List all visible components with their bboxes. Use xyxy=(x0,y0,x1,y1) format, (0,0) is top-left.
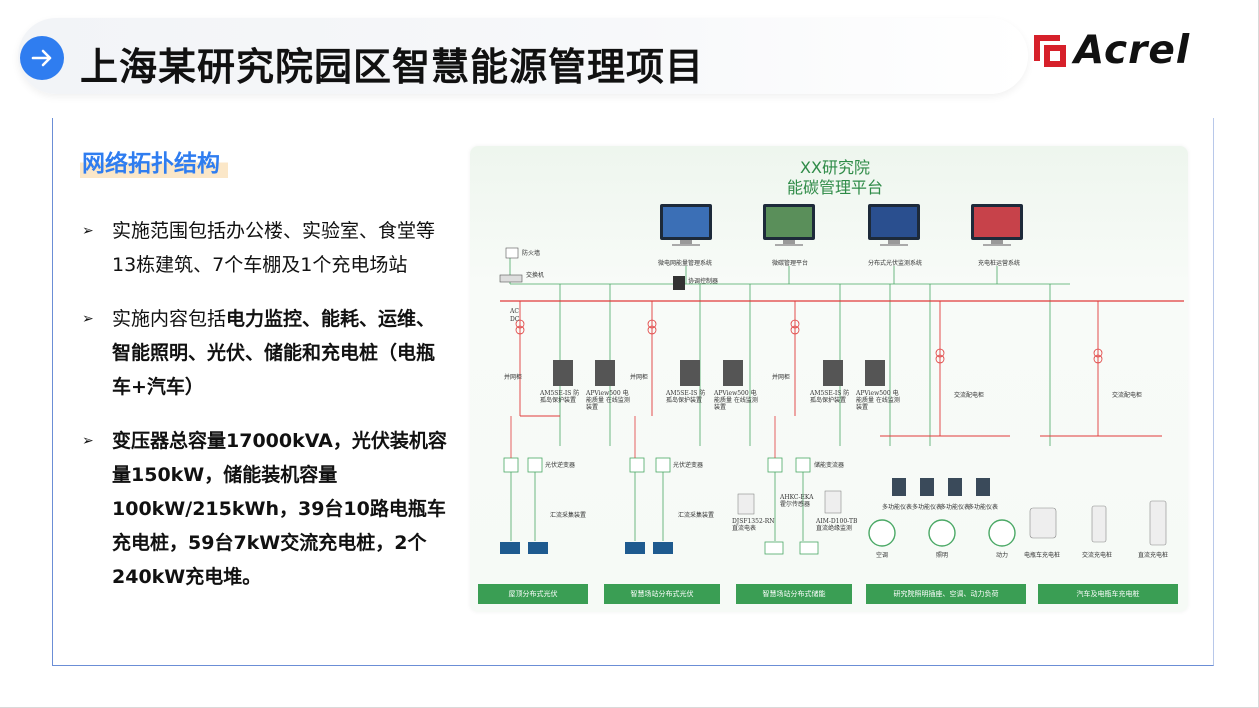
quality-device-label: APView500 电能质量 在线监测装置 xyxy=(856,390,900,411)
load-label: 空调 xyxy=(876,552,889,559)
monitor-icon xyxy=(971,204,1023,246)
bullet-arrow-icon: ➢ xyxy=(82,311,94,327)
multi-meter-label: 多功能仪表 xyxy=(968,504,999,511)
bms-label: AHKC-EKA 霍尔传感器 xyxy=(780,494,814,508)
protect-device-label: AM5SE-IS 防孤岛保护装置 xyxy=(540,390,580,404)
pv-inverter-label: 光伏逆变器 xyxy=(545,462,576,469)
bullet-arrow-icon: ➢ xyxy=(82,433,94,449)
load-label: 照明 xyxy=(936,552,949,559)
section-button-station-storage: 智慧场站分布式储能 xyxy=(736,584,852,604)
bullet-item-scope: ➢ 实施范围包括办公楼、实验室、食堂等13栋建筑、7个车棚及1个充电场站 xyxy=(82,214,452,282)
coordinator-label: 协调控制器 xyxy=(688,278,719,285)
acrel-logo: Acrel xyxy=(1030,28,1220,78)
section-button-rooftop-pv: 屋顶分布式光伏 xyxy=(478,584,588,604)
monitor-label: 微碳管理平台 xyxy=(772,260,809,267)
pv-inverter-label: 光伏逆变器 xyxy=(673,462,704,469)
storage-converter-label: 储能变流器 xyxy=(814,462,845,469)
solar-panel-icon xyxy=(500,542,673,554)
dc-label: DC xyxy=(510,316,520,323)
multi-meter-label: 多功能仪表 xyxy=(882,504,913,511)
section-button-loads: 研究院照明插座、空调、动力负荷 xyxy=(866,584,1026,604)
monitor-label: 充电桩运营系统 xyxy=(978,260,1021,267)
dc-meter-icon xyxy=(824,490,842,514)
page-title: 上海某研究院园区智慧能源管理项目 xyxy=(80,45,705,89)
section-button-station-pv: 智慧场站分布式光伏 xyxy=(604,584,720,604)
protect-device-label: AM5SE-IS 防孤岛保护装置 xyxy=(666,390,706,404)
multifunction-meter-icon xyxy=(892,478,990,496)
quality-device-label: APView500 电能质量 在线监测装置 xyxy=(586,390,630,411)
dc-collector-label: 汇流采集装置 xyxy=(678,512,715,519)
bullet-item-content: ➢ 实施内容包括电力监控、能耗、运维、智能照明、光伏、储能和充电桩（电瓶车+汽车… xyxy=(82,302,452,404)
grid-cabinet-label: 并网柜 xyxy=(504,374,523,381)
inverter-icon xyxy=(503,457,811,473)
platform-title-line2: 能碳管理平台 xyxy=(786,178,883,197)
section-title: 网络拓扑结构 xyxy=(80,144,228,178)
battery-icon xyxy=(764,541,819,555)
firewall-icon xyxy=(505,247,519,259)
load-label: 动力 xyxy=(996,552,1009,559)
grid-cabinet-label: 并网柜 xyxy=(772,374,791,381)
platform-title-line1: XX研究院 xyxy=(800,158,870,177)
transformer-icon xyxy=(515,319,1103,364)
multi-meter-label: 多功能仪表 xyxy=(940,504,971,511)
quality-device-label: APView500 电能质量 在线监测装置 xyxy=(714,390,758,411)
network-topology-diagram: XX研究院 能碳管理平台 微电网能量管理系统 微碳管理平台 分布式光伏监测系统 … xyxy=(470,146,1188,612)
dc-meter-icon xyxy=(737,493,755,515)
multi-meter-label: 多功能仪表 xyxy=(912,504,943,511)
monitor-icon xyxy=(868,204,920,246)
monitor-label: 分布式光伏监测系统 xyxy=(868,260,923,267)
bullet-bold-text: 电力监控、能耗、运维、智能照明、光伏、储能和充电桩（电瓶车+汽车） xyxy=(112,308,436,398)
ebike-charger-icon xyxy=(1029,507,1057,539)
bullet-bold-text: 变压器总容量17000kVA，光伏装机容量150kW，储能装机容量100kW/2… xyxy=(112,430,447,588)
switch-label: 交换机 xyxy=(526,272,545,279)
air-conditioner-icon xyxy=(868,519,896,547)
bullet-text: 实施内容包括 xyxy=(112,308,227,330)
coordinator-icon xyxy=(673,276,685,290)
ac-cabinet-label: 交流配电柜 xyxy=(954,392,985,399)
switch-icon xyxy=(499,274,523,283)
grid-cabinet-label: 并网柜 xyxy=(630,374,649,381)
content-border xyxy=(52,118,1214,666)
ac-charger-icon xyxy=(1091,505,1107,543)
bullet-item-capacity: ➢ 变压器总容量17000kVA，光伏装机容量150kW，储能装机容量100kW… xyxy=(82,424,452,594)
bullet-list: ➢ 实施范围包括办公楼、实验室、食堂等13栋建筑、7个车棚及1个充电场站 ➢ 实… xyxy=(82,214,452,614)
monitor-label: 微电网能量管理系统 xyxy=(658,260,713,267)
bullet-text: 实施范围包括办公楼、实验室、食堂等13栋建筑、7个车棚及1个充电场站 xyxy=(112,220,436,276)
acrel-logo-icon xyxy=(1034,35,1066,67)
charger-label: 电瓶车充电桩 xyxy=(1024,552,1061,559)
lighting-icon xyxy=(928,519,956,547)
ac-label: AC xyxy=(510,308,519,315)
monitor-icon xyxy=(763,204,815,246)
bullet-arrow-icon: ➢ xyxy=(82,223,94,239)
dc-collector-label: 汇流采集装置 xyxy=(550,512,587,519)
charger-label: 交流充电桩 xyxy=(1082,552,1113,559)
title-banner xyxy=(18,18,1028,94)
arrow-right-icon xyxy=(20,36,64,80)
monitor-icon xyxy=(660,204,712,246)
topology-lines xyxy=(499,204,1184,555)
protect-device-label: AM5SE-IS 防孤岛保护装置 xyxy=(810,390,850,404)
dc-meter-label: AIM-D100-TB 直流绝缘监测 xyxy=(816,518,858,532)
ac-cabinet-label: 交流配电柜 xyxy=(1112,392,1143,399)
dc-charger-icon xyxy=(1149,500,1167,546)
power-icon xyxy=(988,519,1016,547)
section-button-chargers: 汽车及电瓶车充电桩 xyxy=(1038,584,1178,604)
protection-cabinet-icon xyxy=(553,360,885,386)
firewall-label: 防火墙 xyxy=(522,250,541,257)
dc-meter-label: DJSF1352-RN 直流电表 xyxy=(732,518,775,532)
charger-label: 直流充电桩 xyxy=(1138,552,1169,559)
logo-text: Acrel xyxy=(1074,28,1191,73)
